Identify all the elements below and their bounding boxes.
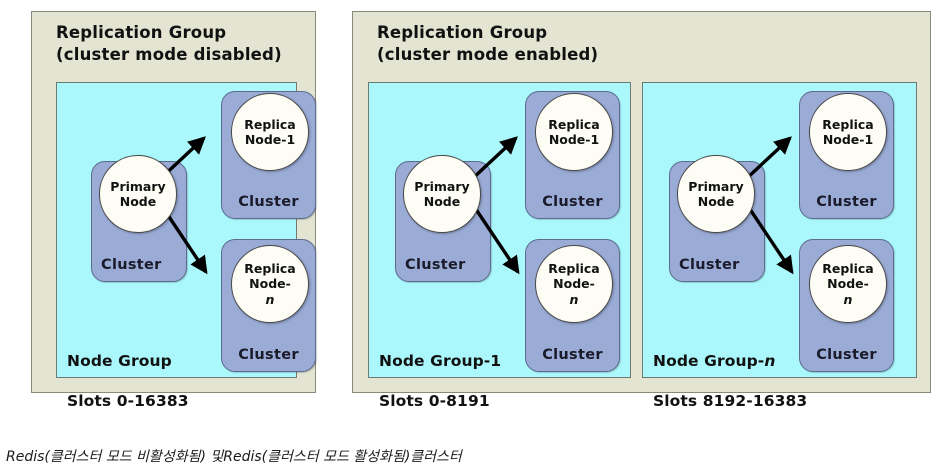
- replica-1-node-circle: Replica Node-1: [809, 93, 887, 171]
- replica-n-cluster-label: Cluster: [238, 347, 299, 363]
- replication-group-cluster-mode-disabled: Replication Group (cluster mode disabled…: [31, 11, 316, 410]
- primary-cluster-label: Cluster: [679, 257, 740, 273]
- node-group-box-1: Cluster Primary Node Cluster Replica Nod…: [368, 82, 631, 410]
- replica-1-cluster-label: Cluster: [238, 194, 299, 210]
- node-group-slots: Slots 8192-16383: [653, 392, 808, 411]
- replica-1-line2: Node-1: [822, 132, 874, 147]
- replica-1-line2: Node-1: [548, 132, 600, 147]
- primary-node-line1: Primary: [414, 178, 470, 194]
- primary-node-circle: Primary Node: [403, 155, 481, 233]
- replica-n-line2: Node-n: [249, 276, 291, 307]
- replica-1-cluster-label: Cluster: [542, 194, 603, 210]
- replica-n-cluster-label: Cluster: [542, 347, 603, 363]
- primary-node-circle: Primary Node: [99, 155, 177, 233]
- node-group-box-disabled: Cluster Primary Node Cluster Replica Nod…: [56, 82, 316, 410]
- replication-group-cluster-mode-enabled: Replication Group (cluster mode enabled)…: [352, 11, 931, 410]
- node-group-label-disabled: Node Group Slots 0-16383: [67, 331, 189, 432]
- node-group-label-n: Node Group-n Slots 8192-16383: [653, 331, 807, 432]
- replica-1-cluster-label: Cluster: [816, 194, 877, 210]
- replica-n-line2: Node-n: [827, 276, 869, 307]
- node-group-slots: Slots 0-8191: [379, 392, 490, 411]
- primary-node-line2: Node: [697, 194, 735, 209]
- primary-cluster-label: Cluster: [405, 257, 466, 273]
- node-group-slots: Slots 0-16383: [67, 392, 189, 411]
- figure-caption: Redis(클러스터 모드 비활성화됨) 및Redis(클러스터 모드 활성화됨…: [6, 449, 462, 465]
- primary-node-circle: Primary Node: [677, 155, 755, 233]
- node-group-name: Node Group: [67, 352, 172, 371]
- replication-group-title: Replication Group (cluster mode disabled…: [56, 23, 282, 64]
- replica-n-node-circle: Replica Node-n: [535, 245, 613, 323]
- replication-group-title: Replication Group (cluster mode enabled): [377, 23, 599, 64]
- node-group-box-n: Cluster Primary Node Cluster Replica Nod…: [642, 82, 917, 410]
- primary-node-line2: Node: [119, 194, 157, 209]
- replica-1-line1: Replica: [244, 116, 296, 132]
- primary-node-line1: Primary: [110, 178, 166, 194]
- replica-n-cluster-label: Cluster: [816, 347, 877, 363]
- replica-n-line1: Replica: [548, 261, 600, 277]
- replica-1-node-circle: Replica Node-1: [535, 93, 613, 171]
- replica-n-node-circle: Replica Node-n: [809, 245, 887, 323]
- replica-n-node-circle: Replica Node-n: [231, 245, 309, 323]
- node-group-label-1: Node Group-1 Slots 0-8191: [379, 331, 501, 432]
- replica-n-line2: Node-n: [553, 276, 595, 307]
- primary-node-line1: Primary: [688, 178, 744, 194]
- replica-n-line1: Replica: [822, 261, 874, 277]
- primary-cluster-label: Cluster: [101, 257, 162, 273]
- replica-1-line2: Node-1: [244, 132, 296, 147]
- primary-node-line2: Node: [423, 194, 461, 209]
- node-group-name: Node Group-n: [653, 352, 776, 371]
- replica-1-node-circle: Replica Node-1: [231, 93, 309, 171]
- replica-1-line1: Replica: [822, 116, 874, 132]
- node-group-name: Node Group-1: [379, 352, 502, 371]
- replica-1-line1: Replica: [548, 116, 600, 132]
- replica-n-line1: Replica: [244, 261, 296, 277]
